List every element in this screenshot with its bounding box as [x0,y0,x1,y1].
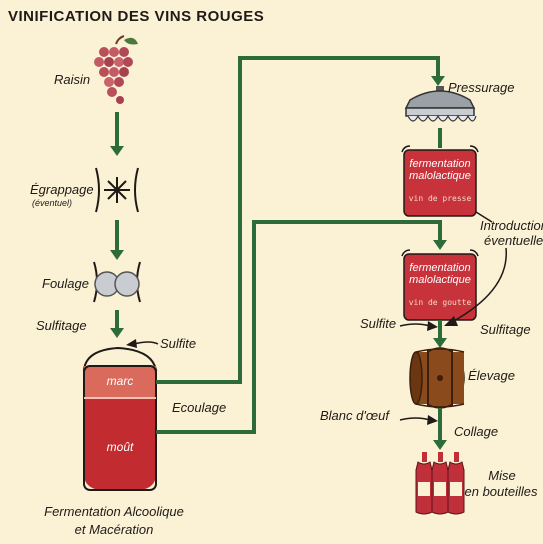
label-raisin: Raisin [54,72,90,87]
box2-line1: fermentation [404,262,476,274]
box1-line2: malolactique [404,170,476,182]
sulfite-right-pointer [400,321,438,331]
label-egrappage-note: (éventuel) [32,198,72,208]
box2-to-barrel-arrowhead [433,338,447,348]
label-foulage: Foulage [42,276,89,291]
box1-line1: fermentation [404,158,476,170]
label-elevage: Élevage [468,368,515,383]
label-mout: moût [84,440,156,454]
label-fermentation-line2: et Macération [4,522,224,537]
label-introduction-line2: éventuelle [484,233,543,248]
label-introduction-line1: Introduction [480,218,543,233]
bottle-icon [416,452,464,514]
label-sulfitage-right: Sulfitage [480,322,531,337]
grape-icon [94,36,138,104]
label-marc: marc [84,374,156,388]
box2-line2: malolactique [404,274,476,286]
fermentation-vat [84,348,156,490]
label-collage: Collage [454,424,498,439]
label-pressurage: Pressurage [448,80,514,95]
label-sulfite-left: Sulfite [160,336,196,351]
label-sulfite-right: Sulfite [360,316,396,331]
box1-sub: vin de presse [404,194,476,203]
barrel-icon [410,348,464,408]
label-ecoulage: Ecoulage [172,400,226,415]
barrel-to-bottles-arrowhead [433,440,447,450]
sulfite-left-pointer [126,339,158,348]
destemmer-icon [96,168,138,212]
marc-to-press-arrowhead [431,76,445,86]
label-mise-line2: en bouteilles [462,484,540,499]
label-fermentation-line1: Fermentation Alcoolique [4,504,224,519]
label-egrappage: Égrappage [30,182,94,197]
label-mise-line1: Mise [466,468,538,483]
blanc-oeuf-pointer [400,415,438,425]
label-sulfitage-left: Sulfitage [36,318,87,333]
diagram-title: VINIFICATION DES VINS ROUGES [8,8,264,25]
box2-sub: vin de goutte [404,298,476,307]
crusher-icon [94,262,140,302]
ecoulage-arrowhead [433,240,447,250]
label-blanc-oeuf: Blanc d'œuf [320,408,389,423]
